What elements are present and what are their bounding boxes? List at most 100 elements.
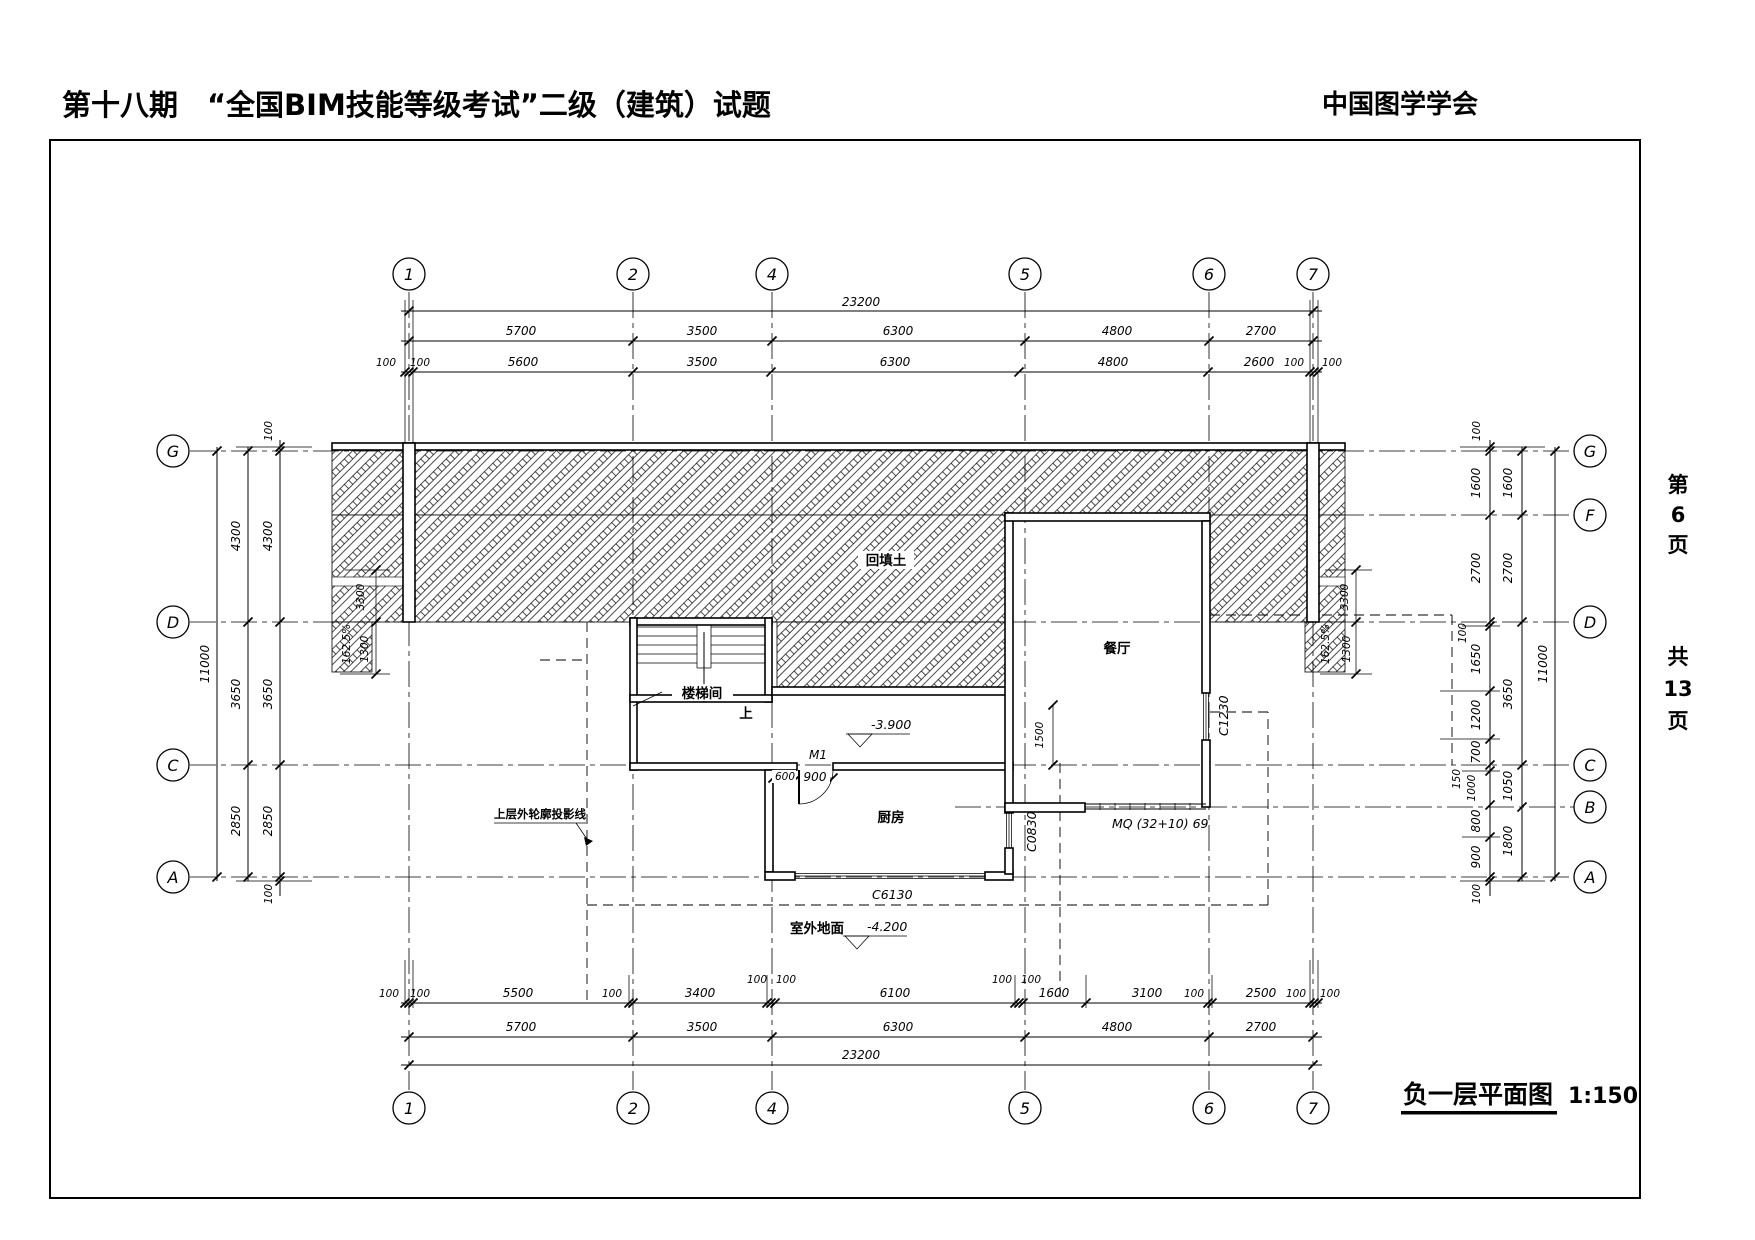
dim: 2700 (1501, 552, 1515, 583)
dim: 3500 (687, 324, 718, 338)
dim: 5500 (503, 986, 534, 1000)
grid-axis-label: C (167, 756, 179, 775)
dim: 3300 (1339, 583, 1351, 610)
dim: 100 (376, 357, 396, 369)
grid-axis-label: 6 (1204, 265, 1214, 284)
dim: 100 (1471, 421, 1483, 441)
grid-axis-label: 5 (1020, 1099, 1030, 1118)
dim: 4800 (1098, 355, 1129, 369)
dim: 100 (602, 988, 622, 1000)
grid-axis-label: 2 (628, 1099, 638, 1118)
window-c0830 (1005, 812, 1013, 849)
dim: 100 (1184, 988, 1204, 1000)
dim: 1600 (1501, 467, 1515, 498)
door-tag: M1 (809, 748, 827, 762)
dim: 1050 (1501, 770, 1515, 801)
dim: 100 (1284, 357, 1304, 369)
window-tag-c0830: C0830 (1024, 811, 1039, 852)
curtain-wall-mq (1085, 803, 1206, 810)
window-tag-c1230: C1230 (1216, 695, 1231, 736)
page-header: 第十八期 “全国BIM技能等级考试”二级（建筑）试题 中国图学学会 (62, 88, 1478, 122)
dim: 3100 (1132, 986, 1163, 1000)
outdoor-ground-label: 室外地面 (790, 920, 844, 937)
drawing-scale: 1:150 (1568, 1084, 1638, 1109)
grid-axis-label: A (1584, 868, 1596, 887)
dim: 100 (1320, 988, 1340, 1000)
drawing-title: 负一层平面图 1:150 (1401, 1080, 1638, 1115)
grid-axis-label: B (1585, 798, 1596, 817)
dim: 6300 (883, 1020, 914, 1034)
dim-total-bottom: 23200 (842, 1048, 881, 1062)
level-basement: -3.900 (871, 717, 911, 732)
dim: 3300 (355, 583, 367, 610)
page-margin-labels: 第 6 页 共 13 页 (1663, 473, 1692, 733)
dim: 100 (747, 974, 767, 986)
grid-axis-label: C (1584, 756, 1596, 775)
dim: 3650 (261, 678, 275, 709)
ramp-slope-label: 162.5% (341, 624, 353, 664)
grid-axis-label: 2 (628, 265, 638, 284)
grid-axis-label: 1 (404, 1099, 414, 1118)
dim: 6300 (883, 324, 914, 338)
grid-axis-label: 5 (1020, 265, 1030, 284)
grid-axis-label: 7 (1308, 1099, 1319, 1118)
dim: 1650 (1469, 643, 1483, 674)
room-label-stair: 楼梯间 (682, 685, 723, 702)
grid-axis-label: D (1584, 613, 1596, 632)
grid-axis-label: 7 (1308, 265, 1319, 284)
grid-axis-label: 1 (404, 265, 414, 284)
dim: 1300 (1341, 635, 1353, 662)
dim: 2500 (1246, 986, 1277, 1000)
dim-chain-right: 100 1600 2700 100 1650 1200 700 150 1000… (1440, 421, 1561, 904)
room-label-backfill: 回填土 (866, 552, 907, 569)
level-outdoor: -4.200 (867, 919, 907, 934)
total-label-char: 共 (1668, 645, 1689, 669)
total-pages-number: 13 (1663, 677, 1692, 701)
dim: 4300 (261, 520, 275, 551)
total-label-char: 页 (1668, 709, 1689, 733)
page-label-char: 页 (1668, 533, 1689, 557)
room-label-kitchen: 厨房 (878, 809, 905, 826)
dim-door-width: 900 (804, 770, 827, 784)
dim: 100 (410, 357, 430, 369)
ramp-annotations: 3300 1300 162.5% 3300 1300 162.5% (340, 564, 1372, 680)
dim: 700 (1469, 740, 1483, 763)
interior-annotations: 600 900 M1 1500 回填土 楼梯间 上 厨房 餐厅 -3.900 室… (494, 551, 1231, 950)
dim: 3650 (229, 678, 243, 709)
dim: 2700 (1246, 324, 1277, 338)
dim: 100 (263, 421, 275, 441)
dim-chain-left: 11000 4300 3650 2850 4300 3650 2850 100 … (198, 421, 312, 904)
grid-axis-label: F (1585, 506, 1595, 525)
grid-axis-label: 6 (1204, 1099, 1214, 1118)
dim: 1800 (1501, 825, 1515, 856)
grid-axis-label: D (167, 613, 179, 632)
dim-chain-top: 23200 5700 3500 6300 4800 2700 100 100 5… (376, 295, 1342, 443)
dim: 900 (1469, 845, 1483, 868)
dim: 1300 (359, 635, 371, 662)
dim: 100 (1322, 357, 1342, 369)
curtain-wall-tag: MQ (32+10) 69 (1112, 816, 1209, 831)
dim: 1600 (1039, 986, 1070, 1000)
dim: 3400 (685, 986, 716, 1000)
projection-leader-label: 上层外轮廓投影线 (494, 807, 586, 821)
dim-chain-bottom: 100 100 5500 100 3400 100 100 6100 100 1… (379, 960, 1340, 1071)
room-label-dining: 餐厅 (1103, 640, 1132, 657)
dim-door-offset: 600 (775, 771, 795, 783)
drawing-title-text: 负一层平面图 (1403, 1080, 1553, 1109)
window-c6130 (794, 872, 986, 880)
dim: 800 (1469, 809, 1483, 832)
dim: 100 (379, 988, 399, 1000)
dim: 150 (1451, 769, 1463, 789)
grid-bubble-labels: 1 2 4 5 6 7 1 2 4 5 6 7 G D C A G F D C … (167, 265, 1597, 1118)
dim: 100 (1471, 884, 1483, 904)
dim: 100 (1021, 974, 1041, 986)
page-label-char: 第 (1668, 473, 1689, 497)
stair-up-label: 上 (739, 706, 753, 722)
dim: 100 (776, 974, 796, 986)
dim: 4800 (1102, 1020, 1133, 1034)
dim: 5600 (508, 355, 539, 369)
dim: 3500 (687, 1020, 718, 1034)
dim: 6300 (880, 355, 911, 369)
